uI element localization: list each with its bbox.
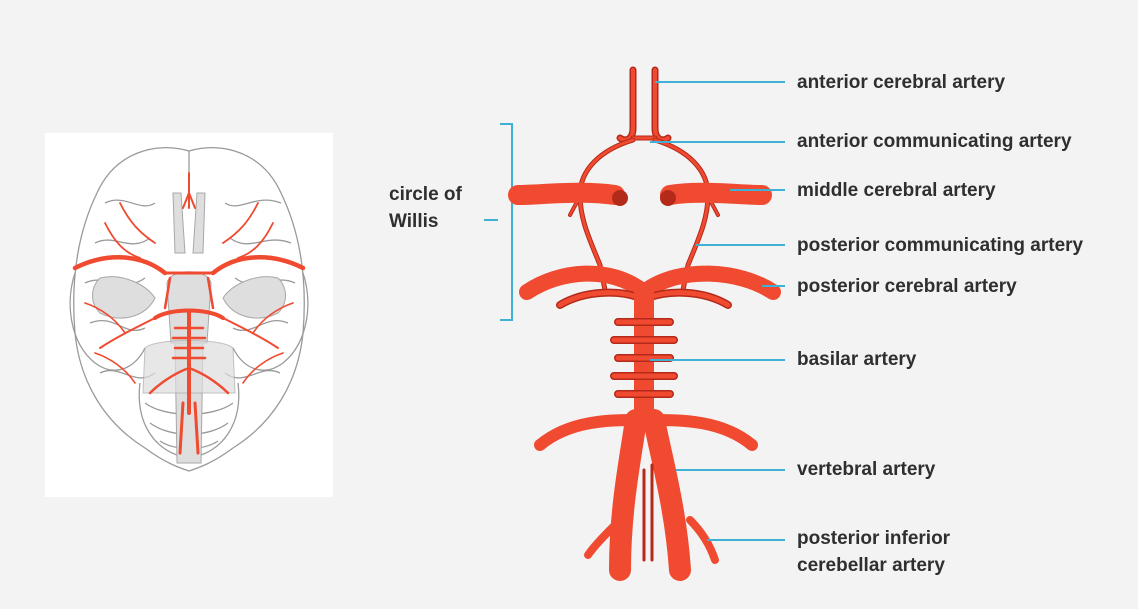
artery-group xyxy=(570,70,718,290)
basilar-artery xyxy=(614,292,674,420)
label-vertebral-artery: vertebral artery xyxy=(797,457,935,482)
circle-of-willis-label: circle of Willis xyxy=(389,181,479,235)
label-posterior-inferior-cerebellar-line1: posterior inferior xyxy=(797,526,950,551)
label-anterior-cerebral-artery: anterior cerebral artery xyxy=(797,70,1005,95)
circle-of-willis-bracket xyxy=(484,124,512,320)
label-posterior-cerebral-artery: posterior cerebral artery xyxy=(797,274,1017,299)
label-basilar-artery: basilar artery xyxy=(797,347,916,372)
vertebral-arteries xyxy=(620,420,680,570)
label-middle-cerebral-artery: middle cerebral artery xyxy=(797,178,996,203)
middle-cerebral-arteries xyxy=(518,190,762,206)
label-posterior-communicating-artery: posterior communicating artery xyxy=(797,233,1083,258)
label-posterior-inferior-cerebellar-line2: cerebellar artery xyxy=(797,553,945,578)
label-anterior-communicating-artery: anterior communicating artery xyxy=(797,129,1072,154)
